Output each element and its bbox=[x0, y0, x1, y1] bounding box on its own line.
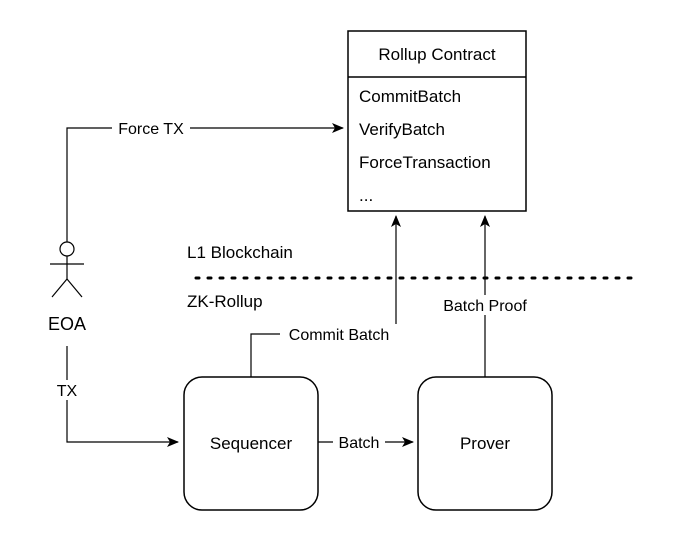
method-force-transaction: ForceTransaction bbox=[359, 153, 491, 172]
edge-label-batch: Batch bbox=[339, 435, 380, 452]
layer-label-l2: ZK-Rollup bbox=[187, 292, 263, 311]
edge-commit-batch: Commit Batch bbox=[250, 215, 401, 377]
edge-label-force-tx: Force TX bbox=[118, 121, 184, 138]
sequencer-node: Sequencer bbox=[183, 376, 319, 511]
edge-label-batch-proof: Batch Proof bbox=[443, 298, 527, 315]
eoa-actor-icon bbox=[50, 241, 84, 298]
prover-node: Prover bbox=[417, 376, 553, 511]
sequencer-label: Sequencer bbox=[210, 434, 293, 453]
prover-label: Prover bbox=[460, 434, 510, 453]
edge-batch-proof: Batch Proof bbox=[437, 215, 533, 377]
rollup-contract-title: Rollup Contract bbox=[378, 45, 495, 64]
method-commit-batch: CommitBatch bbox=[359, 87, 461, 106]
edge-label-tx: TX bbox=[57, 383, 78, 400]
rollup-contract-box: Rollup Contract CommitBatch VerifyBatch … bbox=[347, 30, 527, 212]
edge-batch: Batch bbox=[318, 432, 414, 452]
eoa-label: EOA bbox=[48, 314, 86, 334]
edge-label-commit-batch: Commit Batch bbox=[289, 327, 389, 344]
layer-label-l1: L1 Blockchain bbox=[187, 243, 293, 262]
edge-force-tx: Force TX bbox=[66, 118, 344, 242]
method-verify-batch: VerifyBatch bbox=[359, 120, 445, 139]
edge-tx: TX bbox=[53, 346, 179, 447]
method-more: ... bbox=[359, 186, 373, 205]
